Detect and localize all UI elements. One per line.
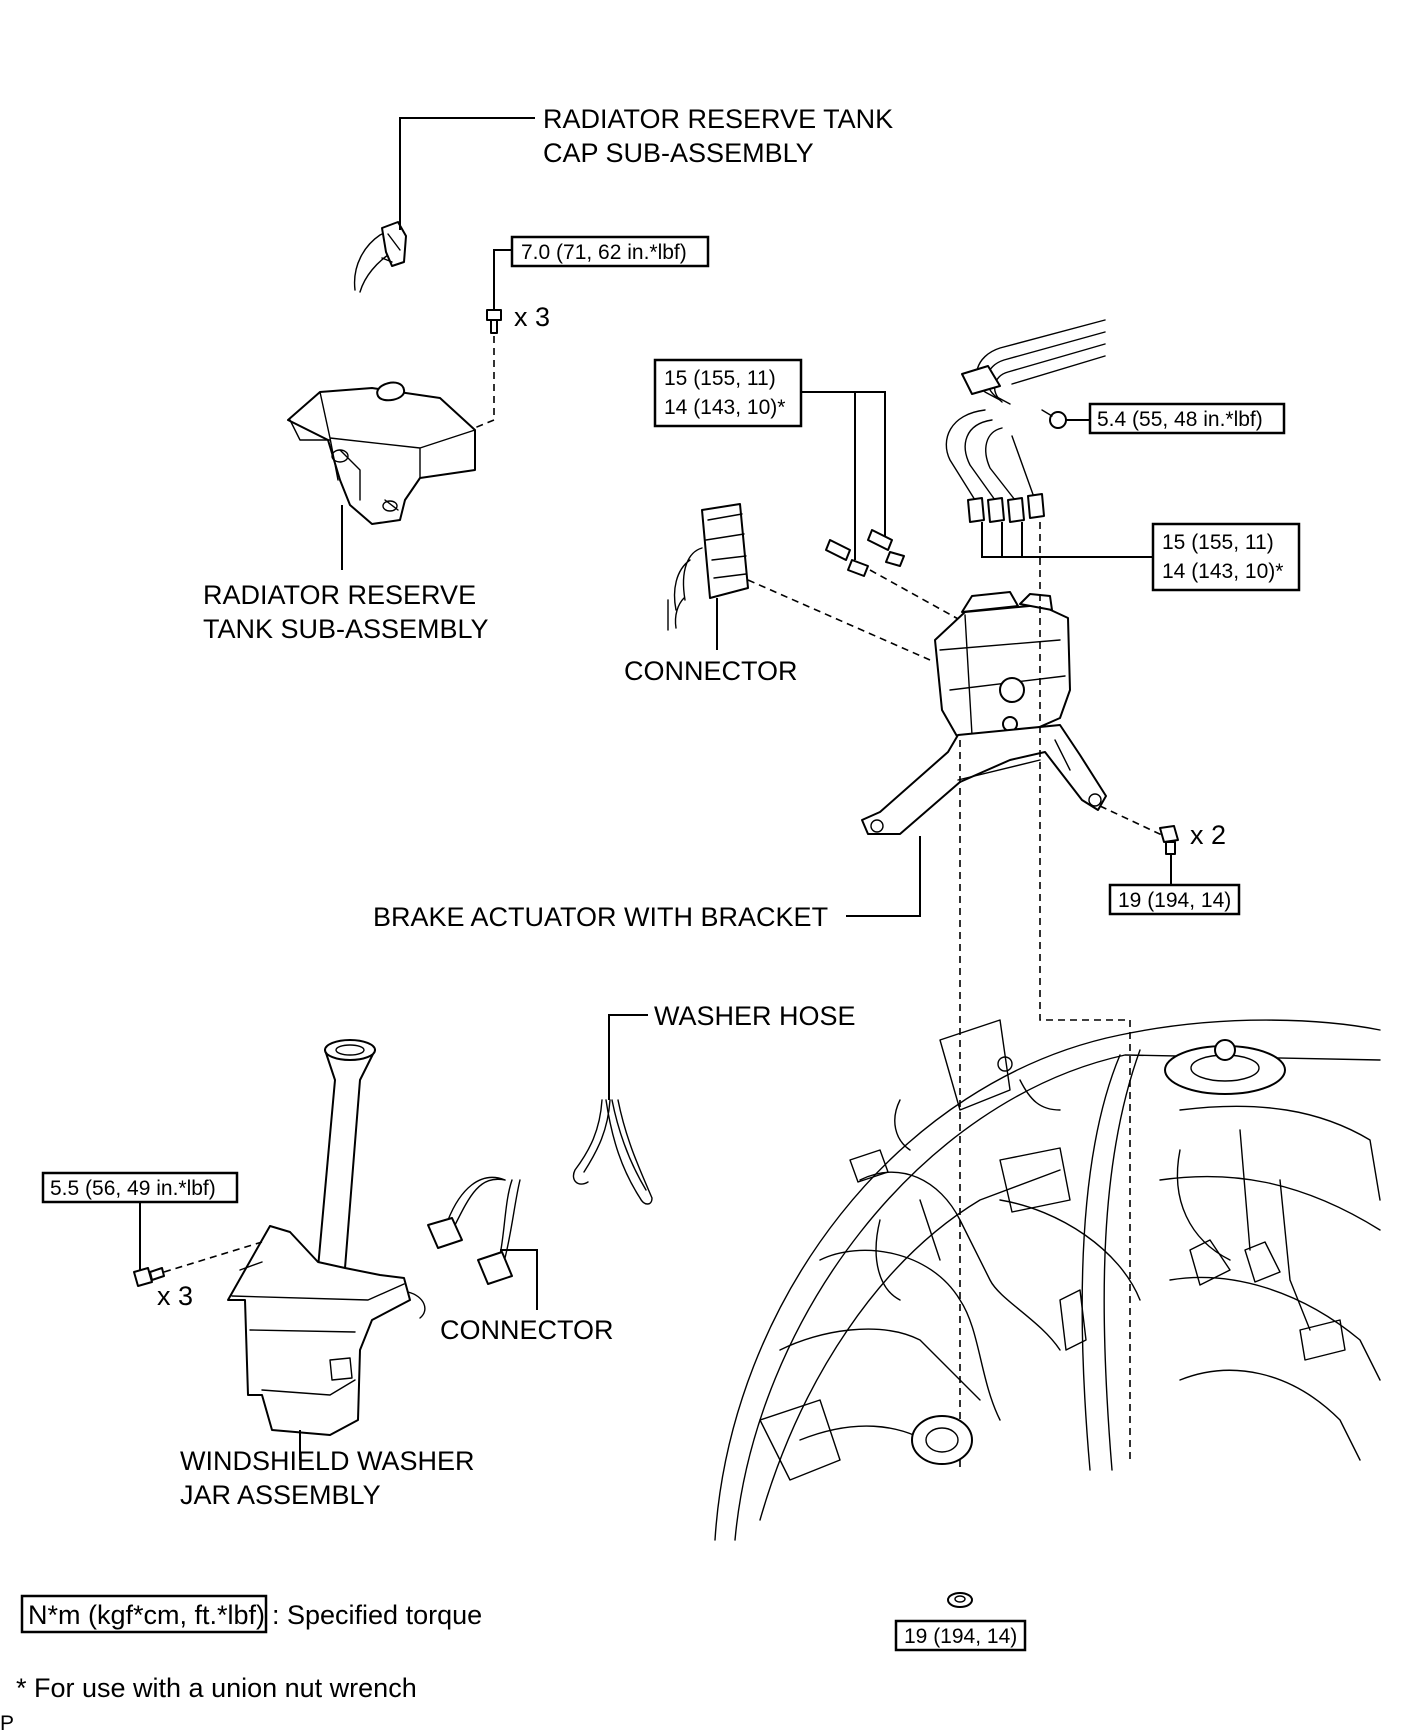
lower-connector-label: CONNECTOR (440, 1315, 614, 1345)
legend-torque-box (20, 1594, 268, 1634)
brake-actuator-label: BRAKE ACTUATOR WITH BRACKET (373, 902, 828, 932)
washer-hose-leader (608, 1014, 648, 1100)
actuator-vertical-dashed-right (1039, 522, 1131, 1460)
reserve-tank-cap-label-2: CAP SUB-ASSEMBLY (543, 138, 814, 168)
actuator-bracket-dashed-path (1099, 805, 1165, 837)
corner-mark: P (0, 1712, 14, 1734)
washer-jar-label-2: JAR ASSEMBLY (180, 1480, 381, 1510)
clamp-bolt-torque-box (1088, 402, 1286, 435)
tank-bolt-torque-leader (493, 249, 512, 310)
bottom-nut-icon (947, 1592, 973, 1608)
tube-right-torque-leader (981, 522, 1153, 558)
tank-bolt-torque-box (510, 235, 710, 268)
washer-hose-drawing (572, 1099, 653, 1205)
bracket-bolt-qty: x 2 (1190, 820, 1226, 850)
tube-left-torque-line1: 15 (155, 11) (664, 367, 776, 390)
reserve-tank-cap-label-1: RADIATOR RESERVE TANK (543, 104, 893, 134)
jar-bolt-qty: x 3 (157, 1281, 193, 1311)
brake-tubes-drawing (945, 319, 1106, 523)
reserve-tank-drawing (287, 381, 476, 525)
bracket-bolt-icon (1159, 825, 1179, 855)
tube-left-dashed-path (869, 569, 961, 621)
reserve-tank-label-2: TANK SUB-ASSEMBLY (203, 614, 489, 644)
bottom-nut-torque-value: 19 (194, 14) (904, 1625, 1017, 1648)
reserve-tank-label-1: RADIATOR RESERVE (203, 580, 476, 610)
clamp-bolt-torque-value: 5.4 (55, 48 in.*lbf) (1097, 408, 1263, 431)
tube-right-torque-line2: 14 (143, 10)* (1162, 560, 1283, 583)
bottom-nut-torque-box (894, 1619, 1027, 1652)
reserve-tank-cap-leader (399, 117, 535, 230)
washer-hose-label: WASHER HOSE (654, 1001, 856, 1031)
legend-torque-description: : Specified torque (272, 1600, 482, 1630)
lower-connector-drawing (427, 1176, 521, 1285)
legend-torque-box-text: N*m (kgf*cm, ft.*lbf) (28, 1600, 265, 1630)
tank-bolt-dashed-path (444, 336, 495, 441)
engine-bay-drawing (714, 1019, 1381, 1541)
upper-connector-label: CONNECTOR (624, 656, 798, 686)
tube-fitting-icons-left (825, 529, 905, 577)
upper-connector-drawing (667, 503, 749, 631)
jar-bolt-torque-box (41, 1171, 239, 1204)
lower-connector-leader (500, 1249, 538, 1310)
brake-actuator-drawing (861, 591, 1107, 835)
clamp-bolt-icon (1041, 409, 1067, 429)
tank-bolt-icon (486, 309, 502, 334)
legend-footnote: * For use with a union nut wrench (16, 1673, 417, 1703)
jar-bolt-dashed-path (163, 1241, 263, 1273)
bracket-bolt-torque-value: 19 (194, 14) (1118, 889, 1231, 912)
tank-bolt-qty: x 3 (514, 302, 550, 332)
jar-bolt-icon (133, 1267, 165, 1287)
brake-actuator-leader (846, 836, 921, 917)
jar-bolt-torque-value: 5.5 (56, 49 in.*lbf) (50, 1177, 216, 1200)
washer-jar-label-1: WINDSHIELD WASHER (180, 1446, 475, 1476)
washer-jar-drawing (227, 1039, 426, 1436)
tube-left-torque-box (653, 358, 803, 428)
upper-connector-dashed-path (747, 579, 931, 661)
tube-left-torque-leader (801, 391, 886, 540)
reserve-tank-cap-drawing (353, 221, 407, 293)
bracket-bolt-torque-box (1108, 883, 1241, 916)
tank-bolt-torque-value: 7.0 (71, 62 in.*lbf) (521, 241, 687, 264)
tube-right-torque-line1: 15 (155, 11) (1162, 531, 1274, 554)
tube-left-torque-line2: 14 (143, 10)* (664, 396, 785, 419)
